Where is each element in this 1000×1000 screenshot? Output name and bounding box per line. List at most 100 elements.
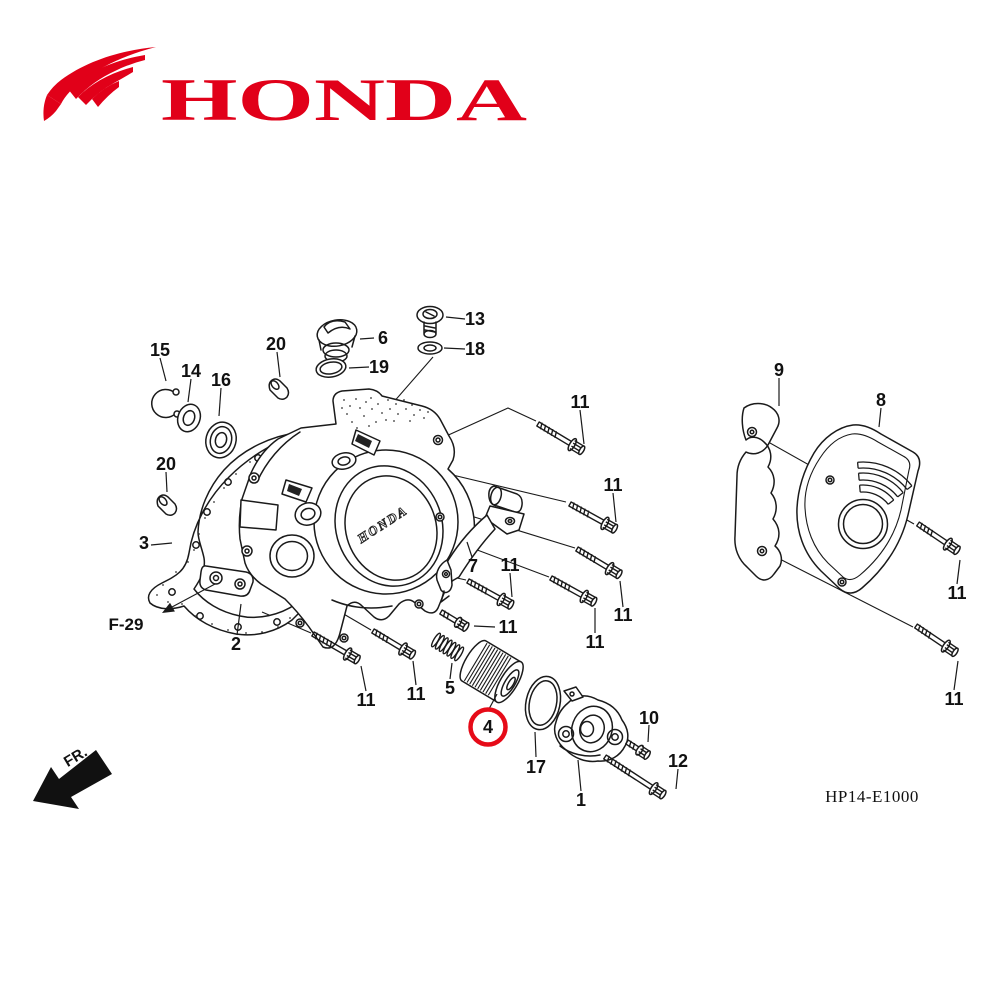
bolt-part — [916, 521, 961, 556]
part-label-1: 1 — [576, 759, 586, 810]
cover-stipple — [341, 397, 429, 429]
part-label-8: 8 — [876, 390, 886, 428]
part-label-2: 2 — [231, 603, 242, 654]
bolt-part — [625, 739, 651, 760]
bolt-part — [549, 575, 598, 607]
svg-text:11: 11 — [947, 583, 966, 603]
svg-text:20: 20 — [156, 454, 176, 474]
bolt-part — [311, 631, 361, 665]
svg-text:18: 18 — [465, 339, 485, 359]
washer-part-14 — [176, 403, 202, 433]
crankcase-cover-part-2: HONDA — [199, 388, 476, 649]
part-label-10: 10 — [639, 708, 659, 743]
svg-text:5: 5 — [445, 678, 455, 698]
svg-text:13: 13 — [465, 309, 485, 329]
oil-seal-part-16 — [205, 421, 237, 459]
svg-text:3: 3 — [139, 533, 149, 553]
honda-logo: HONDA — [43, 47, 527, 133]
part-label-6: 6 — [359, 328, 388, 348]
part-label-18: 18 — [443, 339, 485, 359]
part-label-11: 11 — [585, 608, 605, 652]
part-label-11: 11 — [944, 660, 964, 709]
part-label-11: 11 — [603, 475, 623, 523]
figure-ref-label: F-29 — [109, 615, 144, 634]
figure-ref-arrow — [162, 583, 216, 613]
part-label-11: 11 — [570, 392, 590, 445]
bolt-part — [371, 628, 417, 660]
bolt-part — [439, 609, 470, 632]
honda-wing-icon — [43, 47, 156, 121]
part-label-12: 12 — [668, 751, 688, 790]
dowel-pin-part-20-top — [268, 378, 290, 401]
svg-text:11: 11 — [603, 475, 622, 495]
part-label-11: 11 — [613, 580, 633, 625]
svg-text:8: 8 — [876, 390, 886, 410]
fr-direction-arrow: FR. — [33, 744, 112, 809]
bolt-part — [914, 623, 959, 658]
part-label-19: 19 — [348, 357, 389, 377]
flange-bolts — [311, 421, 961, 800]
part-label-11: 11 — [356, 665, 376, 710]
svg-text:19: 19 — [369, 357, 389, 377]
diagram-code-label: HP14-E1000 — [825, 787, 919, 806]
bolt-part — [536, 421, 586, 456]
svg-text:11: 11 — [498, 617, 517, 637]
bracket-part-7 — [435, 485, 525, 603]
svg-text:10: 10 — [639, 708, 659, 728]
spring-part-5 — [430, 632, 465, 662]
filler-cap-part-6 — [316, 318, 358, 363]
svg-text:15: 15 — [150, 340, 170, 360]
svg-text:11: 11 — [500, 555, 519, 575]
bolt-part — [575, 546, 623, 580]
part-label-11: 11 — [473, 617, 518, 637]
dowel-pin-part-20-left — [156, 494, 178, 517]
svg-text:11: 11 — [406, 684, 425, 704]
part-label-11: 11 — [500, 555, 520, 598]
plate-gasket-part-9 — [734, 402, 783, 581]
svg-text:17: 17 — [526, 757, 546, 777]
part-label-15: 15 — [150, 340, 170, 382]
svg-text:4: 4 — [483, 717, 493, 737]
part-label-11: 11 — [406, 660, 426, 704]
sealing-washer-part-18 — [417, 341, 443, 355]
part-label-11: 11 — [947, 559, 967, 603]
bolt-part — [466, 578, 515, 610]
part-label-17: 17 — [526, 731, 546, 777]
pump-cover-part-1 — [553, 686, 629, 763]
svg-text:9: 9 — [774, 360, 784, 380]
sprocket-cover-part-8 — [796, 424, 921, 594]
svg-text:6: 6 — [378, 328, 388, 348]
part-label-13: 13 — [445, 309, 485, 329]
vent-slots — [856, 461, 913, 505]
part-label-3: 3 — [139, 533, 173, 553]
svg-text:7: 7 — [468, 556, 478, 576]
oring-part-17 — [524, 675, 562, 731]
part-labels: 15 14 16 20 6 19 13 18 20 3 2 7 5 4 17 1 10 12 9 8 11 11 11 11 1… — [139, 309, 967, 810]
circlip-part-15 — [150, 388, 181, 419]
svg-text:2: 2 — [231, 634, 241, 654]
svg-text:16: 16 — [211, 370, 231, 390]
cover-bolt-ears — [241, 434, 445, 643]
svg-text:14: 14 — [181, 361, 201, 381]
part-label-7: 7 — [466, 541, 478, 576]
part-label-9: 9 — [774, 360, 784, 406]
bolt-part — [603, 754, 667, 800]
oring-part-19 — [315, 358, 347, 378]
part-label-14: 14 — [181, 361, 201, 403]
svg-text:1: 1 — [576, 790, 586, 810]
part-label-5: 5 — [445, 662, 455, 698]
svg-text:20: 20 — [266, 334, 286, 354]
part-label-4: 4 — [468, 693, 508, 747]
oil-filter-part-4 — [459, 639, 524, 704]
brand-wordmark: HONDA — [161, 67, 527, 133]
bolt-part — [568, 501, 619, 534]
svg-text:11: 11 — [570, 392, 589, 412]
part-label-20: 20 — [266, 334, 286, 378]
svg-text:11: 11 — [585, 632, 604, 652]
part-label-16: 16 — [211, 370, 231, 417]
svg-text:12: 12 — [668, 751, 688, 771]
part-label-20: 20 — [156, 454, 176, 493]
plug-bolt-part-13 — [416, 305, 444, 339]
